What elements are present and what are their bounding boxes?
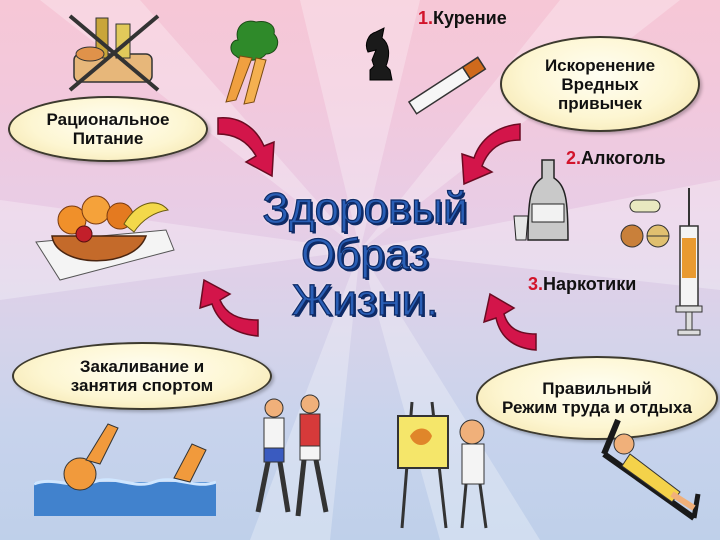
chess-knight-icon [365,27,393,81]
harm-label: Курение [433,8,507,28]
harm-number: 3. [528,274,544,294]
runners-icon [255,394,329,517]
swimmer-icon [34,423,216,516]
nutrition-oval: Рациональное Питание [8,96,208,162]
harm-alcohol: 2.Алкоголь [566,148,666,169]
pills-icon [620,199,670,248]
arrow-habits-icon [461,123,521,186]
title-line: Здоровый [262,184,468,233]
harm-number: 2. [566,148,582,168]
fruit-basket-icon [35,195,175,281]
arrow-regime-icon [482,292,537,351]
arrow-nutrition-icon [217,117,275,178]
sport-oval: Закаливание и занятия спортом [12,342,272,410]
cigarette-icon [407,56,487,115]
sport-label: Закаливание и занятия спортом [70,357,214,395]
harm-drugs: 3.Наркотики [528,274,636,295]
syringe-icon [675,188,703,336]
crossed-out-junk-food-icon [68,14,160,92]
bottle-and-glass-icon [513,159,569,241]
regime-label: Правильный Режим труда и отдыха [502,379,692,417]
arrow-sport-icon [199,278,259,337]
harm-smoking: 1.Курение [418,8,507,29]
harm-number: 1. [418,8,434,28]
artist-easel-icon [397,401,488,529]
harm-label: Наркотики [543,274,637,294]
nutrition-label: Рациональное Питание [46,110,170,148]
reclining-person-icon [601,418,701,521]
harm-label: Алкоголь [581,148,666,168]
habits-oval: Искоренение Вредных привычек [500,36,700,132]
title-line: Образ [300,230,430,279]
page-title: Здоровый Образ Жизни. [250,184,480,325]
regime-oval: Правильный Режим труда и отдыха [476,356,718,440]
carrots-icon [225,20,279,105]
habits-label: Искоренение Вредных привычек [544,55,656,113]
title-line: Жизни. [291,276,439,325]
